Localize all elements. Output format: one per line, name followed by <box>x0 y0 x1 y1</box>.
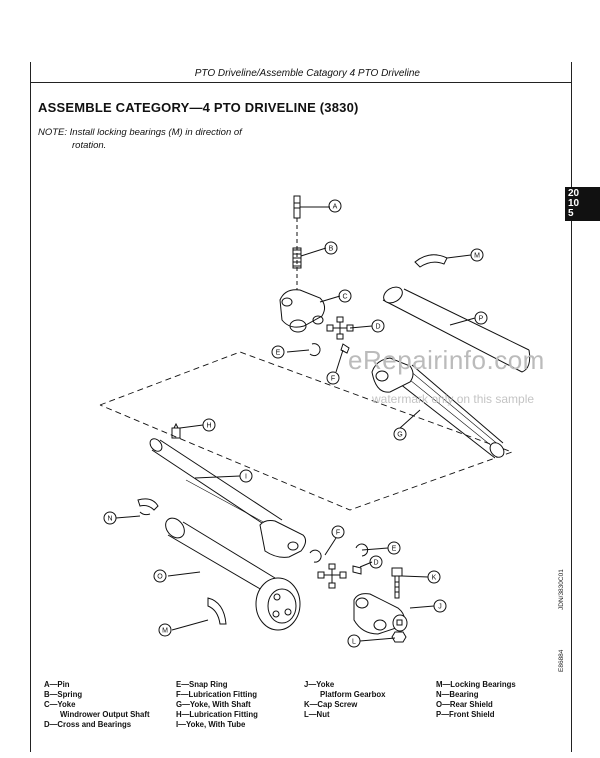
legend-col-2: E—Snap Ring F—Lubrication Fitting G—Yoke… <box>176 680 258 730</box>
locking-bearing-part-lower <box>207 597 227 625</box>
legend-item: G—Yoke, With Shaft <box>176 700 251 709</box>
legend-item: B—Spring <box>44 690 83 699</box>
side-code-2: E86884 <box>558 649 565 672</box>
callout-f: F <box>331 376 335 383</box>
callout-p: P <box>479 316 484 323</box>
snap-ring-part-lower-2 <box>355 543 369 557</box>
legend-item: N—Bearing <box>436 690 479 699</box>
callout-m-lower: M <box>162 628 168 635</box>
legend-item: Platform Gearbox <box>320 690 386 699</box>
callout-k: K <box>432 575 437 582</box>
locking-bearing-part-upper <box>414 254 448 268</box>
section-tab: 20 10 5 <box>565 187 600 221</box>
nut-part <box>391 631 407 643</box>
yoke-windrower-part <box>279 289 326 333</box>
pin-part <box>293 195 301 219</box>
legend-item: C—Yoke <box>44 700 76 709</box>
yoke-shaft-part <box>371 357 505 459</box>
callout-i: I <box>245 474 247 481</box>
legend-item: M—Locking Bearings <box>436 680 516 689</box>
tab-line-1: 20 <box>568 188 580 199</box>
legend-item: J—Yoke <box>304 680 335 689</box>
rear-shield-part <box>165 517 301 631</box>
note-line-2: rotation. <box>72 140 107 151</box>
fitting-part-upper <box>340 343 350 354</box>
callout-h: H <box>206 423 211 430</box>
legend-item: O—Rear Shield <box>436 700 493 709</box>
legend-col-1: A—Pin B—Spring C—Yoke Windrower Output S… <box>44 680 150 730</box>
callout-c: C <box>342 294 347 301</box>
header-rule <box>30 82 571 83</box>
cross-bearings-part <box>326 316 354 340</box>
spring-part <box>292 247 302 269</box>
callout-m: M <box>474 253 480 260</box>
callout-l: L <box>352 639 356 646</box>
legend-item: H—Lubrication Fitting <box>176 710 258 719</box>
tab-line-2: 10 <box>568 198 580 209</box>
legend-col-4: M—Locking Bearings N—Bearing O—Rear Shie… <box>436 680 516 720</box>
snap-ring-part-lower-1 <box>309 549 322 563</box>
tab-line-3: 5 <box>568 208 574 219</box>
callout-d: D <box>375 324 380 331</box>
legend-item: F—Lubrication Fitting <box>176 690 257 699</box>
legend-item: I—Yoke, With Tube <box>176 720 246 729</box>
watermark-note: watermark only on this sample <box>372 392 535 406</box>
front-shield-part <box>382 286 531 373</box>
legend-item: K—Cap Screw <box>304 700 358 709</box>
callout-a: A <box>333 204 338 211</box>
legend-col-3: J—Yoke Platform Gearbox K—Cap Screw L—Nu… <box>304 680 385 720</box>
cross-bearings-part-lower <box>317 563 347 589</box>
side-code-1: JDN/3830C01 <box>558 569 565 610</box>
fitting-part-h <box>171 422 181 439</box>
snap-ring-part <box>309 343 321 357</box>
callout-j: J <box>438 604 442 611</box>
dashed-boundary <box>99 351 514 511</box>
callout-b: B <box>329 246 334 253</box>
yoke-tube-part <box>149 438 307 558</box>
note: NOTE: Install locking bearings (M) in di… <box>38 126 242 152</box>
callout-e: E <box>276 350 281 357</box>
callout-e-lower: E <box>392 546 397 553</box>
legend-item: D—Cross and Bearings <box>44 720 132 729</box>
legend-item: E—Snap Ring <box>176 680 228 689</box>
cap-screw-part <box>391 567 403 599</box>
legend-item: P—Front Shield <box>436 710 495 719</box>
fitting-part-lower <box>352 565 362 575</box>
callout-f-lower: F <box>336 530 340 537</box>
callout-d-lower: D <box>373 560 378 567</box>
page-header: PTO Driveline/Assemble Catagory 4 PTO Dr… <box>194 68 420 79</box>
section-title: ASSEMBLE CATEGORY—4 PTO DRIVELINE (3830) <box>38 100 359 115</box>
legend-item: Windrower Output Shaft <box>60 710 150 719</box>
page-frame <box>30 62 572 752</box>
legend-item: L—Nut <box>304 710 330 719</box>
note-line-1: NOTE: Install locking bearings (M) in di… <box>38 127 242 138</box>
watermark-site: eRepairinfo.com <box>348 345 545 375</box>
bearing-part <box>137 498 159 516</box>
callout-n: N <box>107 516 112 523</box>
callout-g: G <box>397 432 402 439</box>
legend-item: A—Pin <box>44 680 70 689</box>
callout-o: O <box>157 574 163 581</box>
yoke-gearbox-part <box>353 593 408 635</box>
